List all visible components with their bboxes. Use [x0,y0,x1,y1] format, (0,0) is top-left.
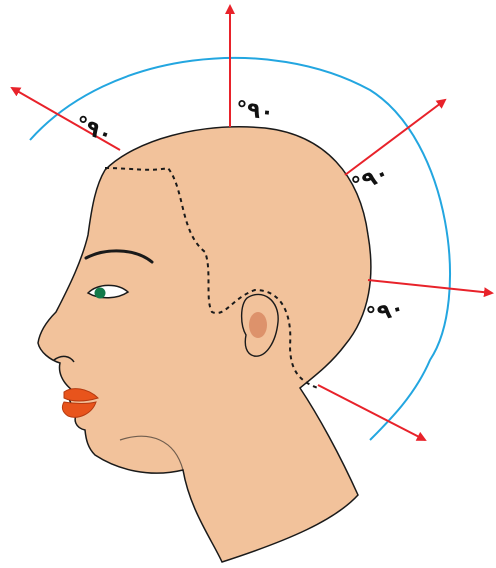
ear-shadow [249,312,267,338]
head-silhouette [38,127,371,562]
angle-label-top: °۹۰ [235,97,275,125]
elevation-arrow-icon [368,280,492,293]
elevation-arrow-icon [318,385,425,440]
angle-label-back-upper: °۹۰ [72,112,116,148]
angle-label-front: °۹۰ [364,295,407,329]
eye-iris [95,288,106,299]
